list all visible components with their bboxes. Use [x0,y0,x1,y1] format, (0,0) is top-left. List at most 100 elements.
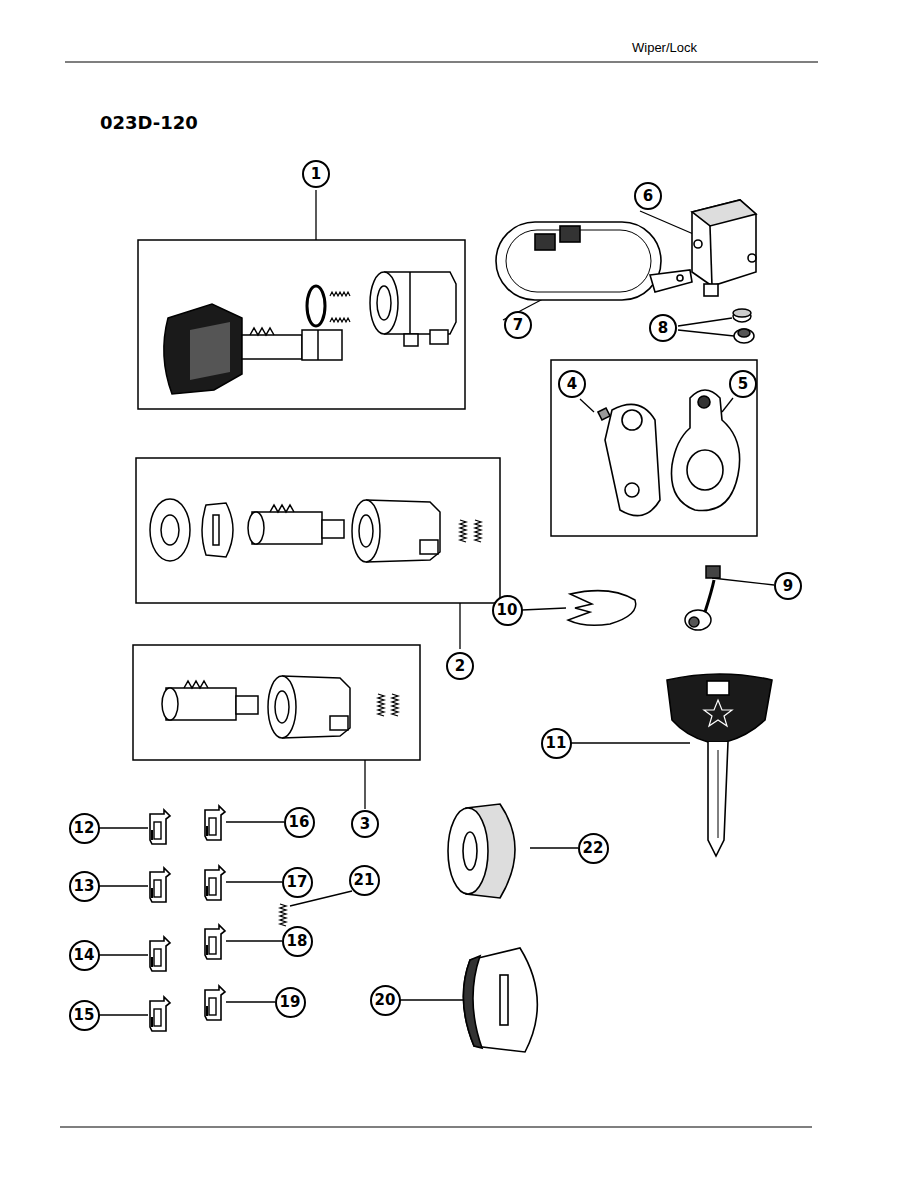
lamp-socket [685,610,711,630]
leader-lines [522,608,566,610]
ignition-lock-cylinder [409,272,411,334]
door-lock-cylinder [359,515,373,547]
callout-circle: 14 [69,940,100,971]
tumbler-wafers [150,937,170,971]
tumbler-wafers [205,806,225,840]
ignition-lock-cylinder [164,272,456,394]
receiver-module [704,284,718,296]
caps [733,309,751,317]
receiver-module [748,254,756,262]
callout-number: 1 [311,167,321,182]
door-lock-cylinder [322,520,344,538]
tumbler-wafers [205,925,225,959]
callout-number: 16 [289,815,310,830]
key [704,700,732,726]
remote-key-fob [496,222,692,300]
leader-lines [570,742,690,743]
group-boxes [133,240,757,760]
leader-lines [530,847,578,848]
remote-key-fob [535,234,555,250]
dust-cap [500,975,508,1025]
leader-lines [678,330,734,336]
tumbler-wafers [150,997,170,1031]
ignition-lock-cylinder [164,304,242,394]
leader-lines [226,821,284,822]
remote-key-fob [677,275,683,281]
group-boxes [138,240,465,409]
lock-cylinder-housing [330,716,348,730]
leader-lines [226,940,282,941]
ignition-lock-cylinder [250,328,274,335]
callout-circle: 18 [282,926,313,957]
lock-cylinder-housing [236,696,258,714]
caps [738,329,750,337]
receiver-module [694,240,702,248]
callout-number: 11 [546,736,567,751]
receiver-module [710,226,712,286]
remote-key-fob [650,270,692,292]
leader-lines [226,1001,275,1002]
grommet [448,808,488,894]
key [708,742,728,856]
door-lock-cylinder [352,500,380,562]
door-lock-cylinder [161,515,179,545]
callout-circle: 13 [69,871,100,902]
callout-number: 22 [583,841,604,856]
callout-number: 6 [643,189,653,204]
ignition-lock-cylinder [330,292,350,296]
caps [733,310,751,322]
callout-number: 8 [658,321,668,336]
door-lock-cylinder [248,512,264,544]
callout-circle: 7 [504,311,532,339]
ignition-lock-cylinder [302,330,342,360]
ignition-lock-cylinder [242,335,302,359]
callout-circle: 6 [634,182,662,210]
callout-number: 10 [497,603,518,618]
callout-number: 18 [287,934,308,949]
figure-number: 023D-120 [100,112,198,133]
tumbler-wafers [150,806,286,1031]
callout-circle: 1 [302,160,330,188]
callout-circle: 12 [69,813,100,844]
door-lock-cylinder [150,499,481,562]
callout-number: 12 [74,821,95,836]
callout-circle: 8 [649,314,677,342]
leader-lines [580,399,594,412]
callout-number: 7 [513,318,523,333]
remote-key-fob [496,222,661,300]
caps [733,309,754,343]
lock-cylinder-housing [378,694,384,716]
key [667,674,772,742]
receiver-module [692,200,756,296]
callout-circle: 16 [284,807,315,838]
ignition-lock-cylinder [377,286,391,320]
group-boxes [551,360,757,536]
tumbler-wafers [150,810,170,844]
leader-lines [99,1014,148,1015]
ignition-lock-cylinder [190,322,230,380]
leader-lines [99,827,148,828]
callout-number: 2 [455,659,465,674]
door-lock-cylinder [270,505,294,512]
ignition-lock-cylinder [317,330,319,360]
door-lock-cylinder [213,515,219,545]
callout-circle: 9 [774,572,802,600]
tumbler-wafers [205,866,225,900]
key [718,750,719,838]
leader-lines [459,603,460,649]
e-clip [568,591,636,626]
leader-lines [678,318,732,326]
ignition-lock-cylinder [307,286,325,326]
dust-cap [463,948,537,1052]
door-lock-cylinder [460,520,466,542]
callout-number: 13 [74,879,95,894]
lamp-socket [689,617,699,627]
lock-cylinder-housing [275,691,289,723]
tumbler-wafers [205,986,225,1020]
lock-cylinder-housing [162,676,398,738]
lever-plates [598,408,610,420]
leader-lines [712,578,774,585]
lever-plates [625,483,639,497]
frame-lines [65,61,818,62]
